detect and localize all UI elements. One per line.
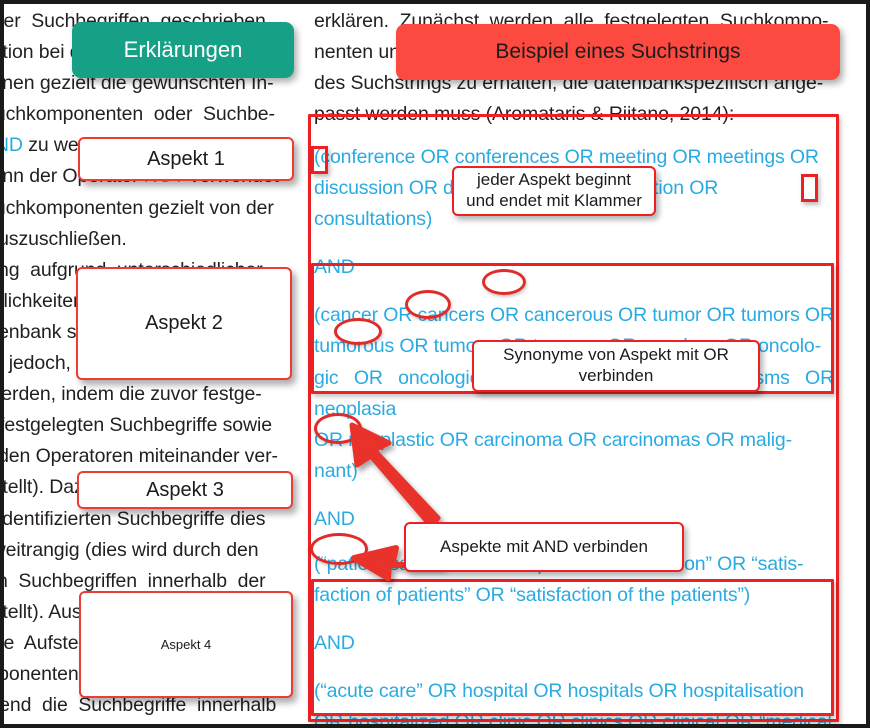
- callout-klammer-line1: jeder Aspekt beginnt: [476, 170, 632, 190]
- doc-line: hrend die Suchbegriffe innerhalb: [0, 694, 277, 717]
- callout-aspekte-and[interactable]: Aspekte mit AND verbinden: [404, 522, 684, 572]
- aspekt-3-label: Aspekt 3: [146, 478, 224, 501]
- aspect-2-line: nant): [314, 459, 358, 482]
- callout-aspekte-and-label: Aspekte mit AND verbinden: [440, 536, 648, 556]
- aspect-1-line: (conference OR conferences OR meeting OR…: [314, 146, 819, 168]
- callout-klammer-line2: und endet mit Klammer: [466, 191, 642, 210]
- aspect-3-line: faction of patients” OR “satisfaction of…: [314, 584, 751, 607]
- doc-line: Suchkomponenten gezielt von der: [0, 196, 274, 219]
- doc-line: n den Operatoren miteinander ver-: [0, 445, 278, 468]
- aspekt-1-label: Aspekt 1: [147, 147, 225, 170]
- aspect-2-line: (cancer OR cancers OR cancerous OR tumor…: [314, 304, 834, 327]
- or-circle-1: [482, 269, 526, 295]
- aspekt-4-box[interactable]: Aspekt 4: [79, 591, 293, 698]
- doc-line: Suchkomponenten oder Suchbe-: [0, 103, 275, 126]
- and-circle-2: [310, 533, 368, 565]
- aspekt-2-box[interactable]: Aspekt 2: [76, 267, 292, 380]
- aspect-2-line: OR neoplastic OR carcinoma OR carcinomas…: [314, 428, 792, 451]
- callout-synonyme-line1: Synonyme von Aspekt mit OR: [503, 345, 729, 365]
- aspect-4-line: OR hospitalized OR clinic OR clinics OR …: [314, 711, 832, 728]
- callout-klammer[interactable]: jeder Aspekt beginnt und endet mit Klamm…: [452, 166, 656, 216]
- or-circle-3: [334, 318, 382, 345]
- aspekt-4-label: Aspekt 4: [160, 637, 212, 652]
- doc-line: zweitrangig (dies wird durch den: [0, 538, 259, 561]
- close-paren-highlight: [801, 174, 818, 202]
- pill-erklaerungen[interactable]: Erklärungen: [72, 22, 294, 78]
- open-paren-highlight: [311, 146, 328, 174]
- pill-beispiel-suchstring[interactable]: Beispiel eines Suchstrings: [396, 24, 840, 80]
- doc-line: e identifizierten Suchbegriffe dies: [0, 507, 266, 530]
- doc-line: len Suchbegriffen innerhalb der: [0, 569, 266, 592]
- doc-line: werden, indem die zuvor festge-: [0, 383, 262, 406]
- connector-and-3: AND: [314, 632, 355, 655]
- doc-line: r festgelegten Suchbegriffe sowie: [0, 414, 273, 437]
- callout-synonyme-line2: verbinden: [578, 366, 654, 385]
- aspect-4-line: (“acute care” OR hospital OR hospitals O…: [314, 680, 804, 703]
- doc-line: passt werden muss (Aromataris & Riitano,…: [314, 103, 735, 126]
- connector-and-2: AND: [314, 507, 355, 530]
- aspekt-3-box[interactable]: Aspekt 3: [77, 471, 293, 509]
- connector-and-1: AND: [314, 256, 355, 279]
- callout-synonyme[interactable]: Synonyme von Aspekt mit OR verbinden: [472, 340, 760, 392]
- doc-line: auszuschließen.: [0, 227, 127, 250]
- search-string-block: (conference OR conferences OR meeting OR…: [314, 142, 834, 728]
- aspekt-2-label: Aspekt 2: [145, 312, 223, 334]
- and-circle-1: [314, 413, 362, 444]
- aspekt-1-box[interactable]: Aspekt 1: [78, 137, 294, 181]
- doc-line: nenten mit OR verknüpft werden.: [4, 721, 302, 724]
- or-circle-2: [405, 290, 451, 319]
